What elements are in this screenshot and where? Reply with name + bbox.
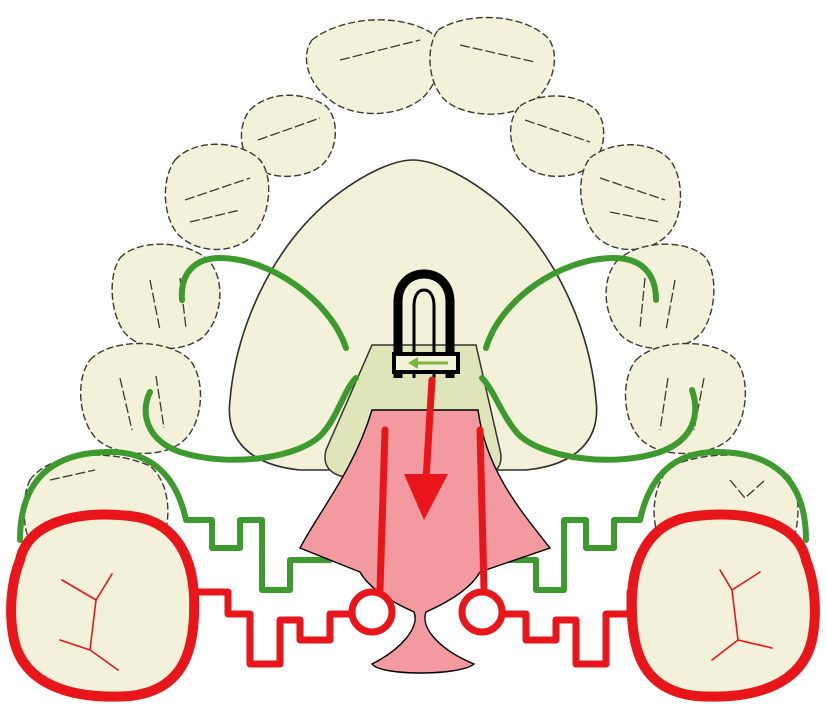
red-arm-right [480, 430, 484, 590]
tooth-upper-canine-left [165, 144, 268, 249]
loop-clasp-icon [352, 592, 392, 632]
tooth-upper-central-left [306, 20, 440, 114]
zigzag-arm-left-red [190, 592, 352, 664]
red-arm-left [380, 430, 385, 590]
loop-clasp-icon [462, 592, 502, 632]
tooth-upper-canine-right [581, 145, 681, 250]
tooth-molar-right-red [632, 515, 815, 697]
tooth-upper-premolar2-left [81, 344, 201, 454]
tooth-molar-left-red [11, 515, 194, 697]
